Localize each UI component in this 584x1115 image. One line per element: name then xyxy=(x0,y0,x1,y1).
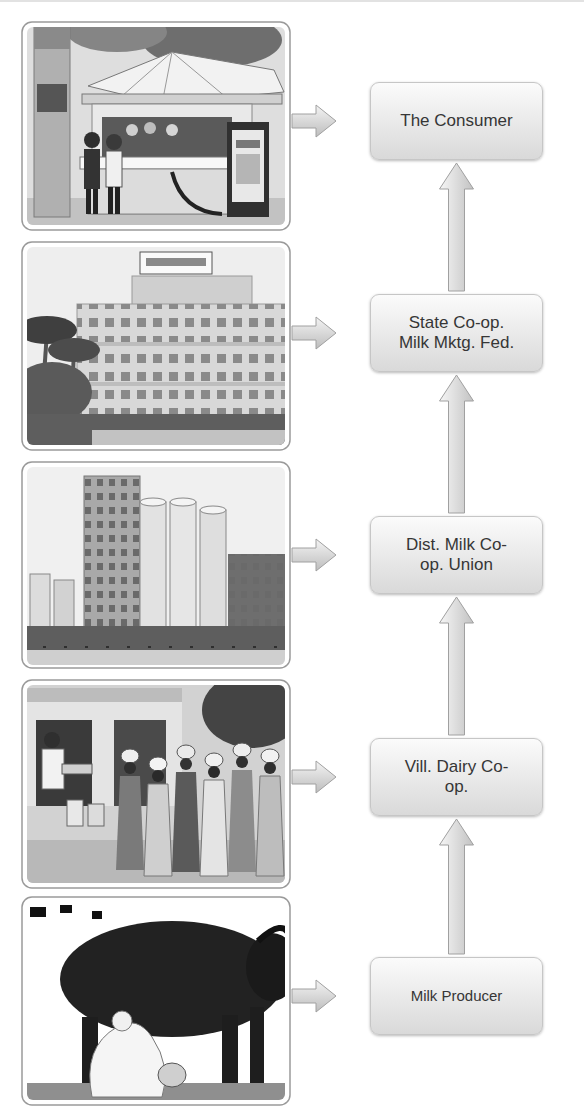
box-text-block: The Consumer xyxy=(400,111,512,131)
process-box: Dist. Milk Co-op. Union xyxy=(370,516,543,594)
box-text-block: Dist. Milk Co-op. Union xyxy=(396,535,518,576)
flow-arrow xyxy=(440,597,474,735)
village-coop-photo xyxy=(22,672,302,888)
box-label: State Co-op. Milk Mktg. Fed. xyxy=(396,313,518,354)
photo-pointer-arrows xyxy=(292,105,336,1012)
box-label: Vill. Dairy Co-op. xyxy=(396,757,518,798)
box-text-block: Milk Producer xyxy=(411,987,503,1005)
box-label: Milk Producer xyxy=(411,987,503,1005)
process-box: State Co-op. Milk Mktg. Fed. xyxy=(370,294,543,372)
flow-arrow xyxy=(440,163,474,291)
box-text-block: Vill. Dairy Co-op. xyxy=(396,757,518,798)
box-label: The Consumer xyxy=(400,111,512,131)
flow-arrow xyxy=(440,375,474,513)
dairy-plant-photo xyxy=(22,462,290,670)
box-label: Dist. Milk Co-op. Union xyxy=(396,535,518,576)
kiosk-photo xyxy=(22,12,290,230)
process-box: Vill. Dairy Co-op. xyxy=(370,738,543,816)
process-box: The Consumer xyxy=(370,82,543,160)
flow-arrow xyxy=(440,819,474,954)
box-text-block: State Co-op. Milk Mktg. Fed. xyxy=(396,313,518,354)
milk-producer-photo xyxy=(22,897,298,1105)
building-photo xyxy=(12,242,290,450)
process-box: Milk Producer xyxy=(370,957,543,1035)
